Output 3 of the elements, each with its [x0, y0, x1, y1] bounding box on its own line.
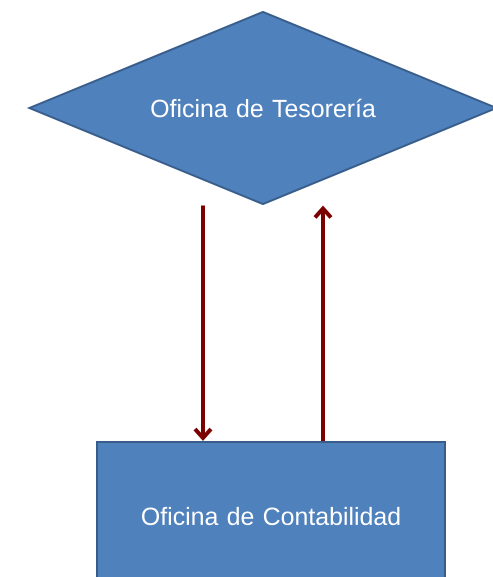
arrow — [194, 206, 212, 441]
arrow — [314, 206, 332, 441]
process-box: Oficina de Contabilidad — [96, 441, 446, 577]
